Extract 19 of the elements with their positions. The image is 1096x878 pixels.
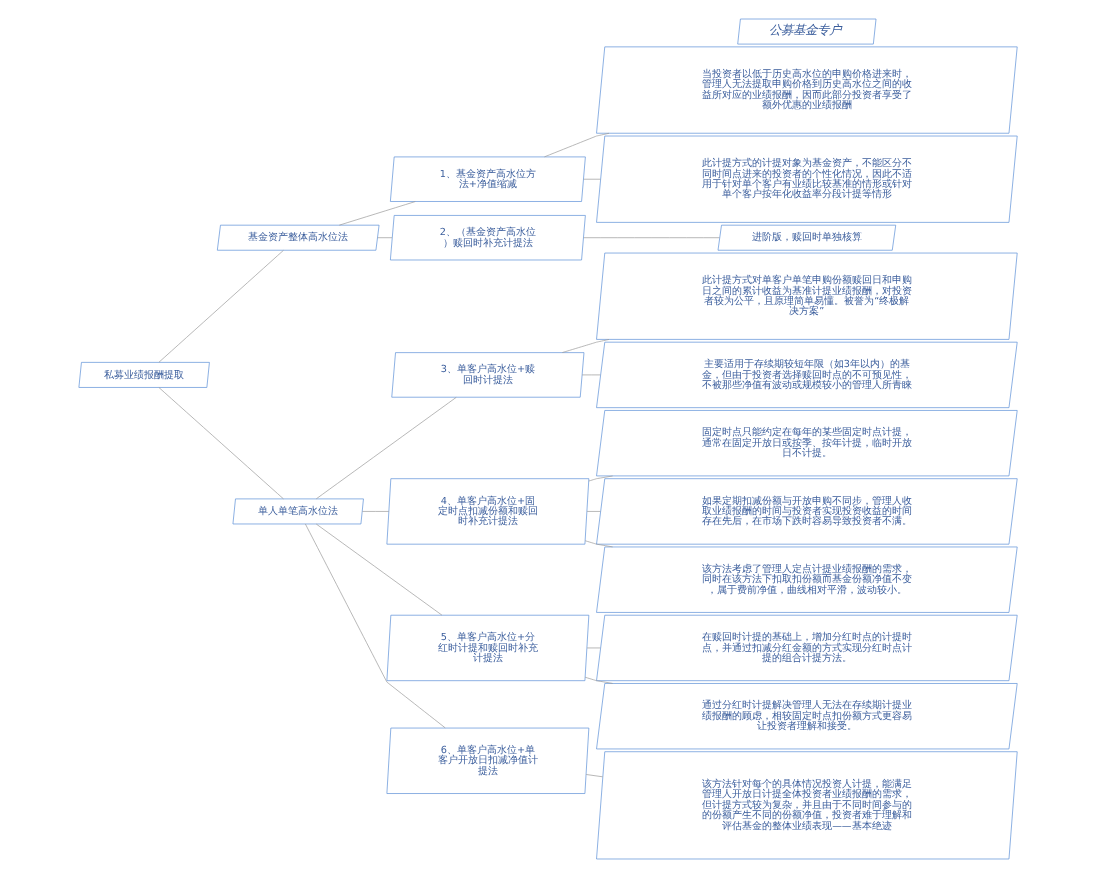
connector [583, 178, 601, 180]
connector [158, 387, 284, 500]
connector [315, 523, 443, 616]
connector [315, 397, 457, 500]
connector [305, 523, 446, 729]
connector [581, 374, 601, 376]
connector [562, 339, 610, 353]
connector [544, 132, 610, 158]
connector [377, 237, 393, 239]
connector [586, 647, 601, 649]
connector [586, 511, 601, 512]
connector [588, 475, 613, 482]
connector [158, 250, 284, 363]
connector [338, 201, 416, 226]
connector [583, 237, 720, 239]
connector [362, 511, 390, 512]
connector [585, 774, 603, 778]
connector [584, 676, 613, 684]
connector [584, 540, 613, 548]
